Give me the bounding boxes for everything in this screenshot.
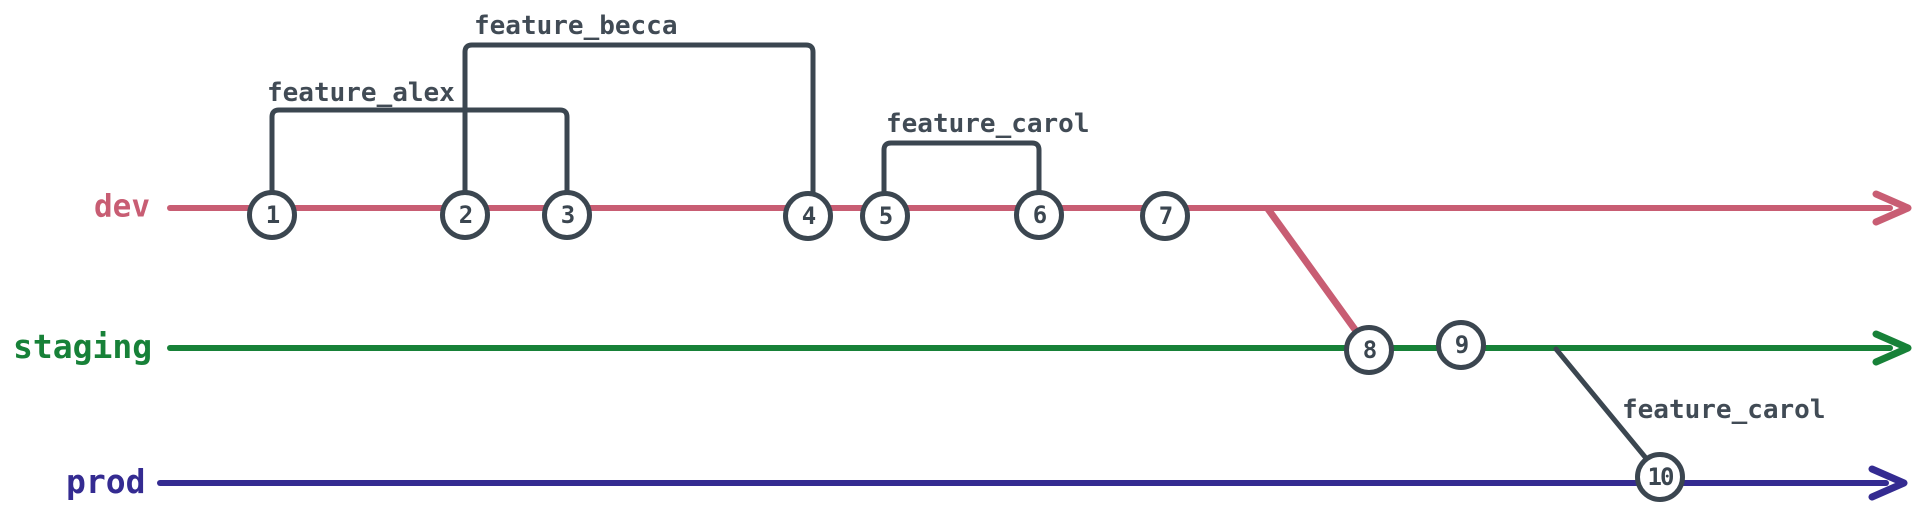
branch-line-staging-to-prod [1553, 346, 1653, 466]
commit-node-10: 10 [1635, 452, 1685, 502]
commit-node-2: 2 [440, 190, 490, 240]
branch-label-prod: prod [66, 461, 146, 501]
feature-carol-bracket [881, 140, 1042, 195]
commit-node-3: 3 [542, 190, 592, 240]
merge-line-dev-to-staging [1264, 205, 1368, 346]
commit-node-4: 4 [783, 191, 833, 241]
commit-node-9: 9 [1436, 320, 1486, 370]
branch-label-dev: dev [94, 188, 150, 225]
feature-label-carol-prod: feature_carol [1622, 395, 1826, 425]
commit-node-1: 1 [247, 190, 297, 240]
commit-node-6: 6 [1014, 190, 1064, 240]
prod-arrow-head-icon [1868, 465, 1908, 501]
staging-arrow-head-icon [1872, 330, 1912, 366]
feature-label-alex: feature_alex [267, 78, 455, 108]
commit-node-8: 8 [1344, 325, 1394, 375]
commit-node-7: 7 [1140, 191, 1190, 241]
branch-label-staging: staging [13, 326, 153, 366]
feature-label-becca: feature_becca [474, 11, 678, 41]
feature-alex-bracket [269, 107, 570, 196]
commit-node-5: 5 [860, 191, 910, 241]
dev-arrow-head-icon [1872, 190, 1912, 226]
feature-label-carol-dev: feature_carol [886, 109, 1090, 139]
feature-becca-bracket [462, 42, 816, 196]
